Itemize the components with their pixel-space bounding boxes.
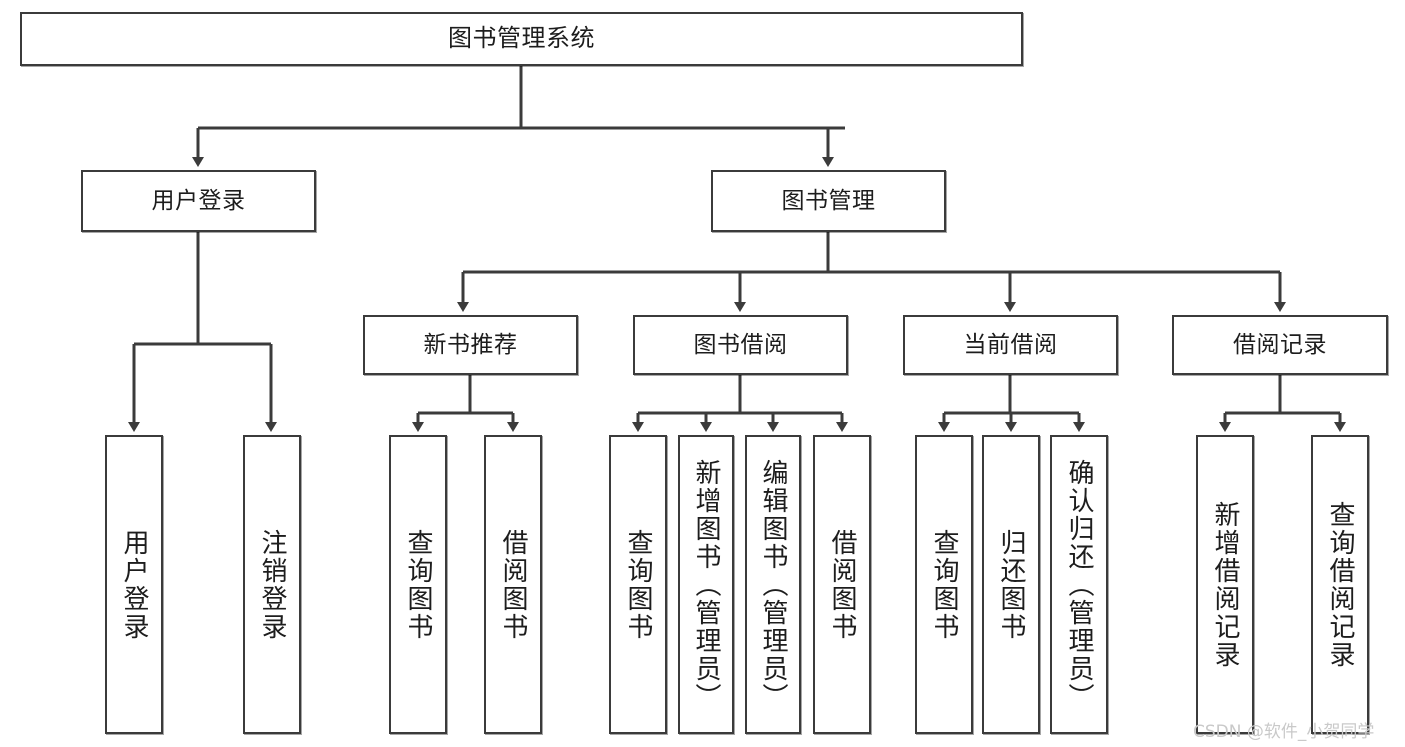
node-label: 归还图书: [996, 528, 1026, 641]
node-label: 用户登录: [119, 528, 149, 641]
node-book-management[interactable]: 图书管理: [711, 170, 946, 232]
leaf-book-borrow-add-book-admin[interactable]: 新增图书（管理员）: [678, 435, 734, 734]
node-label: 借阅图书: [827, 528, 857, 641]
node-label: 借阅记录: [1233, 331, 1327, 358]
node-user-login[interactable]: 用户登录: [81, 170, 316, 232]
leaf-book-borrow-edit-book-admin[interactable]: 编辑图书（管理员）: [745, 435, 801, 734]
node-label: 用户登录: [151, 187, 246, 214]
node-label: 图书管理系统: [448, 24, 595, 53]
node-new-book-recommend[interactable]: 新书推荐: [363, 315, 578, 375]
node-root-book-management-system[interactable]: 图书管理系统: [20, 12, 1023, 66]
node-label: 确认归还（管理员）: [1064, 458, 1094, 711]
node-label: 借阅图书: [498, 528, 528, 641]
node-label: 当前借阅: [963, 331, 1058, 358]
node-borrow-record[interactable]: 借阅记录: [1172, 315, 1388, 375]
leaf-new-book-query-book[interactable]: 查询图书: [389, 435, 447, 734]
csdn-watermark: CSDN @软件_小贺同学: [1193, 722, 1375, 742]
node-label: 新增图书（管理员）: [691, 458, 721, 711]
leaf-current-borrow-confirm-return-admin[interactable]: 确认归还（管理员）: [1050, 435, 1108, 734]
leaf-borrow-record-add-record[interactable]: 新增借阅记录: [1196, 435, 1254, 734]
node-label: 查询图书: [929, 528, 959, 641]
node-label: 图书借阅: [693, 331, 788, 358]
leaf-book-borrow-borrow-book[interactable]: 借阅图书: [813, 435, 871, 734]
node-label: 新书推荐: [423, 331, 518, 358]
leaf-current-borrow-return-book[interactable]: 归还图书: [982, 435, 1040, 734]
node-label: 查询图书: [403, 528, 433, 641]
node-label: 查询图书: [623, 528, 653, 641]
node-label: 查询借阅记录: [1325, 500, 1355, 669]
leaf-current-borrow-query-book[interactable]: 查询图书: [915, 435, 973, 734]
node-label: 编辑图书（管理员）: [758, 458, 788, 711]
node-label: 图书管理: [781, 187, 876, 214]
leaf-user-login-login[interactable]: 用户登录: [105, 435, 163, 734]
leaf-user-login-logout[interactable]: 注销登录: [243, 435, 301, 734]
node-book-borrow[interactable]: 图书借阅: [633, 315, 848, 375]
node-label: 注销登录: [257, 528, 287, 641]
node-current-borrow[interactable]: 当前借阅: [903, 315, 1118, 375]
node-label: 新增借阅记录: [1210, 500, 1240, 669]
leaf-book-borrow-query-book[interactable]: 查询图书: [609, 435, 667, 734]
leaf-new-book-borrow-book[interactable]: 借阅图书: [484, 435, 542, 734]
leaf-borrow-record-query-record[interactable]: 查询借阅记录: [1311, 435, 1369, 734]
